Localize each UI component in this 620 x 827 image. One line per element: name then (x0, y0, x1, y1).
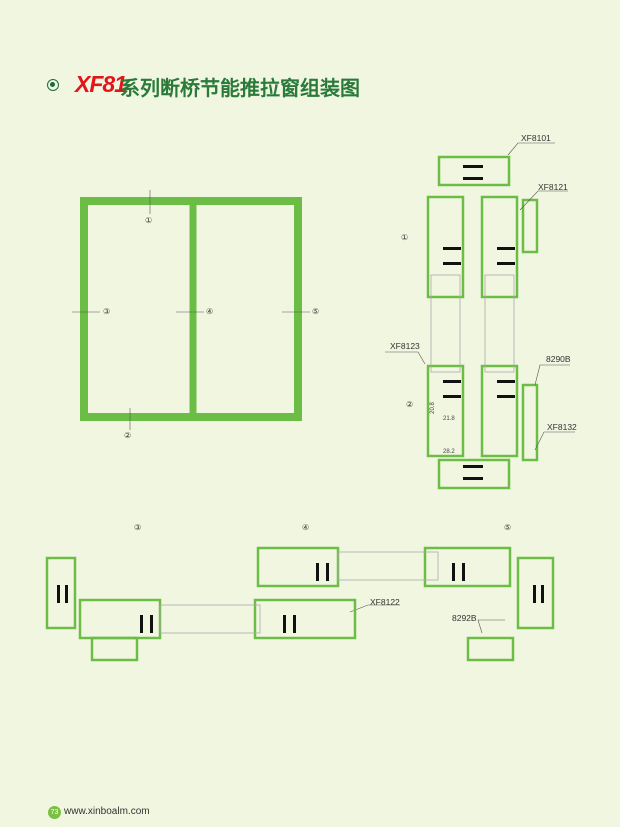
marker-3: ③ (103, 307, 111, 316)
horizontal-glass (159, 551, 439, 634)
vertical-section (426, 155, 539, 490)
label-xf8101: XF8101 (521, 133, 551, 143)
marker-1: ① (145, 216, 153, 225)
footer-url[interactable]: www.xinboalm.com (64, 806, 150, 817)
dim-28-2: 28.2 (443, 449, 455, 455)
label-xf8123: XF8123 (390, 341, 420, 351)
label-8290b: 8290B (546, 354, 571, 364)
horizontal-section-5 (466, 556, 555, 662)
dim-21-8: 21.8 (443, 416, 455, 422)
vsection-marker-1: ① (401, 233, 409, 242)
hsection-marker-4: ④ (302, 523, 310, 532)
bullet-icon (47, 79, 59, 91)
horizontal-section-3 (45, 556, 162, 662)
window-elevation (80, 197, 302, 421)
label-xf8132: XF8132 (547, 422, 577, 432)
label-xf8121: XF8121 (538, 182, 568, 192)
glass-units (430, 274, 515, 373)
section-lines (72, 190, 310, 430)
leader-lines (349, 142, 575, 634)
title-code: XF81 (75, 71, 127, 97)
dim-20-8: 20.8 (429, 402, 436, 414)
marker-2: ② (124, 431, 132, 440)
label-8292b: 8292B (452, 613, 477, 623)
marker-4: ④ (206, 307, 214, 316)
hsection-marker-5: ⑤ (504, 523, 512, 532)
marker-5: ⑤ (312, 307, 320, 316)
thermal-breaks (443, 165, 515, 480)
label-xf8122: XF8122 (370, 597, 400, 607)
horizontal-thermal-breaks (57, 563, 544, 633)
hsection-marker-3: ③ (134, 523, 142, 532)
vsection-marker-2: ② (406, 400, 414, 409)
page-title: 系列断桥节能推拉窗组装图 (120, 76, 360, 100)
page-number-badge: 73 (48, 806, 61, 819)
